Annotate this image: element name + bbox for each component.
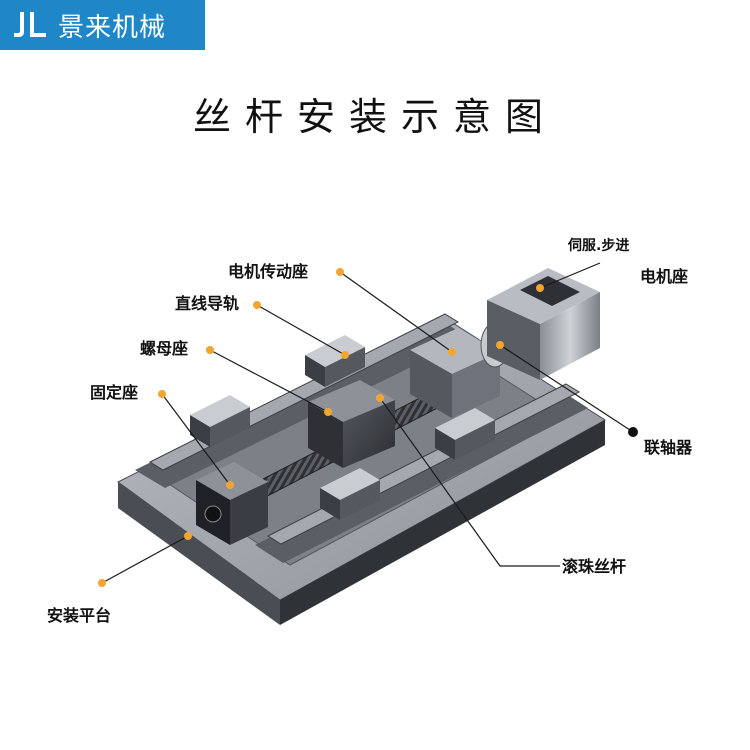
label-nut-seat: 螺母座 [140, 339, 188, 358]
callout-dot-platform [184, 532, 192, 540]
callout-dot-servo [536, 284, 544, 292]
brand-logo-icon [14, 12, 46, 37]
label-linear-guide: 直线导轨 [175, 294, 239, 313]
callout-dot-ball-screw [376, 394, 384, 402]
label-motor-seat: 电机座 [640, 267, 688, 286]
coupling-pointer-dot [628, 427, 638, 437]
label-mounting-platform: 安装平台 [47, 606, 111, 625]
label-servo-stepper: 伺服.步进 [567, 237, 629, 254]
label-fixed-seat: 固定座 [90, 383, 138, 402]
callout-dot-coupling [496, 341, 504, 349]
callout-dots [98, 268, 638, 587]
callout-dot-linear-guide [253, 301, 261, 309]
fixed-seat-block [196, 462, 268, 545]
callout-dot-fixed-seat [158, 390, 166, 398]
guide-blocks [190, 335, 495, 520]
leader-lines [101, 262, 634, 584]
callout-dot-motor-drive-seat [336, 268, 344, 276]
label-ball-screw: 滚珠丝杆 [562, 557, 626, 576]
label-coupling: 联轴器 [644, 438, 693, 457]
callout-dot-nut-seat [206, 346, 214, 354]
brand-bar: 景来机械 [0, 0, 205, 50]
brand-name: 景来机械 [58, 12, 167, 43]
page-title: 丝杆安装示意图 [192, 95, 557, 139]
label-motor-drive-seat: 电机传动座 [228, 262, 308, 281]
motor-drive-seat-block [410, 328, 500, 418]
servo-motor [487, 268, 600, 380]
